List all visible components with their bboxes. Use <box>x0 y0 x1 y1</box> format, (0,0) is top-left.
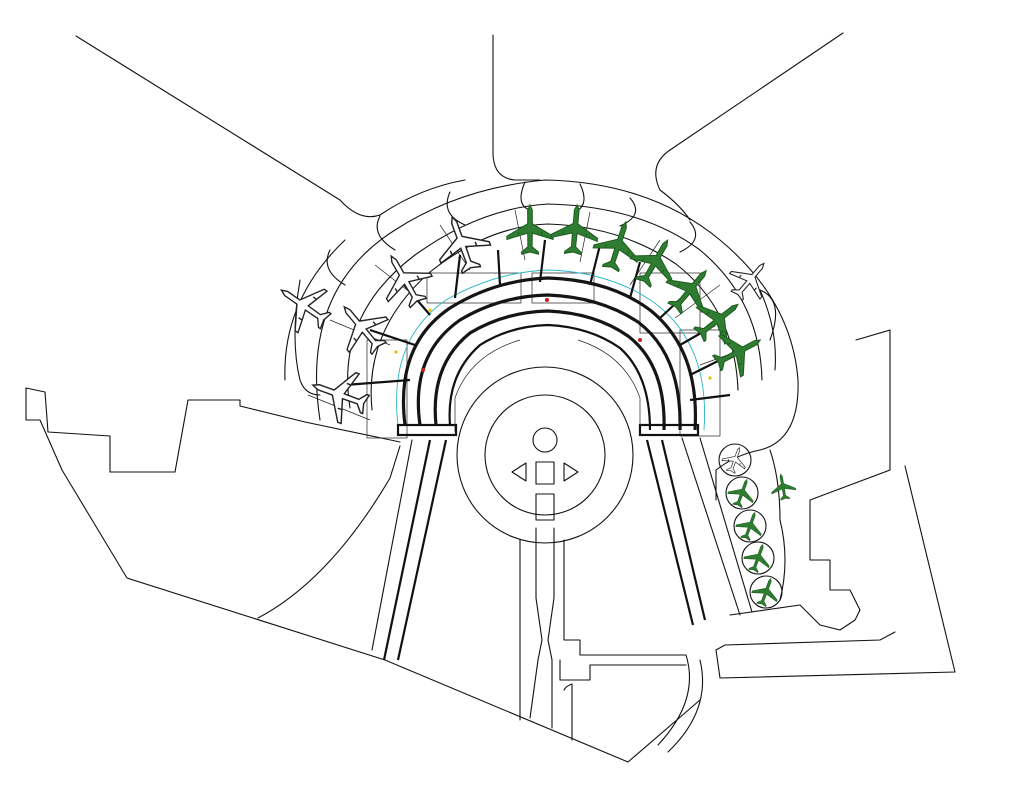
terminal-building <box>344 239 731 437</box>
aircraft-icon <box>426 207 497 280</box>
aircraft-icon <box>748 573 784 610</box>
remote-stands <box>718 443 783 609</box>
site-boundary <box>25 32 844 763</box>
aircraft-icon <box>724 474 760 511</box>
aircraft-icon <box>768 471 798 502</box>
aircraft-green-group <box>506 202 798 610</box>
aircraft-icon <box>324 289 400 366</box>
aircraft-icon <box>740 539 776 576</box>
aircraft-icon <box>506 204 554 255</box>
turnaround-arrow-left-icon <box>511 462 527 482</box>
roundabout-icon <box>532 427 558 453</box>
service-area-east <box>715 329 956 679</box>
apron-arcs <box>284 179 799 451</box>
landside-roads <box>371 366 753 753</box>
turnaround-arrow-right-icon <box>563 462 579 482</box>
aircraft-icon <box>732 507 768 544</box>
aircraft-icon <box>720 250 780 310</box>
aircraft-icon <box>368 242 441 317</box>
